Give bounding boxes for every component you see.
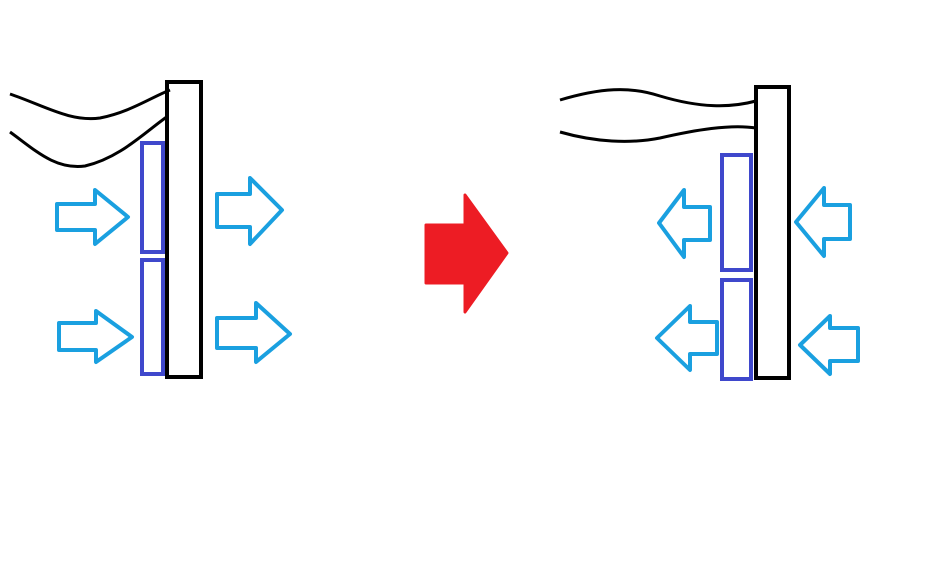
airflow-arrow-icon — [794, 186, 852, 258]
panel-lower-left — [140, 258, 165, 376]
cable-upper-left — [9, 88, 171, 121]
panel-upper-right — [720, 153, 753, 272]
airflow-arrow-icon — [55, 188, 130, 246]
cable-lower-right — [559, 125, 757, 143]
cable-upper-right — [559, 88, 757, 108]
airflow-arrow-icon — [215, 176, 284, 246]
transition-arrow-icon — [424, 193, 509, 314]
airflow-arrow-icon — [655, 304, 719, 372]
airflow-arrow-icon — [57, 309, 134, 364]
airflow-arrow-icon — [215, 301, 292, 364]
wall-board-right — [754, 85, 791, 380]
panel-lower-right — [720, 278, 753, 381]
state-before — [9, 80, 292, 379]
state-after — [559, 85, 860, 381]
panel-upper-left — [140, 141, 165, 254]
airflow-arrow-icon — [657, 188, 712, 259]
wall-board-left — [165, 80, 203, 379]
airflow-arrow-icon — [798, 314, 860, 376]
cable-lower-left — [9, 114, 169, 169]
